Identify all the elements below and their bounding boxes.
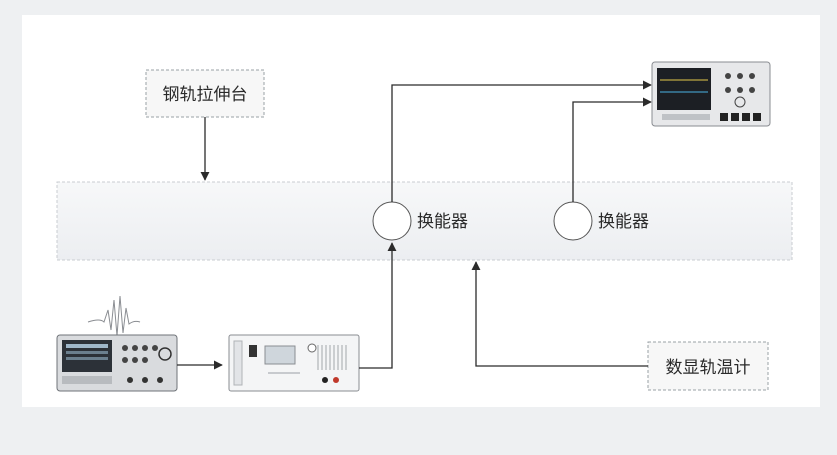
rail-thermometer-box: 数显轨温计 — [647, 341, 769, 391]
transducer-right-label: 换能器 — [598, 212, 649, 232]
transducer-left-label: 换能器 — [417, 212, 468, 232]
power-amplifier-icon — [228, 334, 360, 392]
oscilloscope-icon — [651, 61, 771, 127]
right-transducer-to-scope-line — [572, 97, 652, 202]
transducer-right: 换能器 — [553, 201, 649, 241]
rail-tensioner-label: 钢轨拉伸台 — [163, 85, 248, 105]
rail-body — [56, 181, 793, 261]
transducer-left: 换能器 — [372, 201, 468, 241]
left-transducer-to-scope-line — [391, 80, 652, 202]
rail-tensioner-box: 钢轨拉伸台 — [145, 69, 265, 118]
function-generator-icon — [56, 334, 178, 392]
thermometer-to-rail-line — [471, 261, 648, 367]
amplifier-to-transducer-line — [359, 242, 397, 369]
rail-thermometer-label: 数显轨温计 — [666, 358, 751, 378]
